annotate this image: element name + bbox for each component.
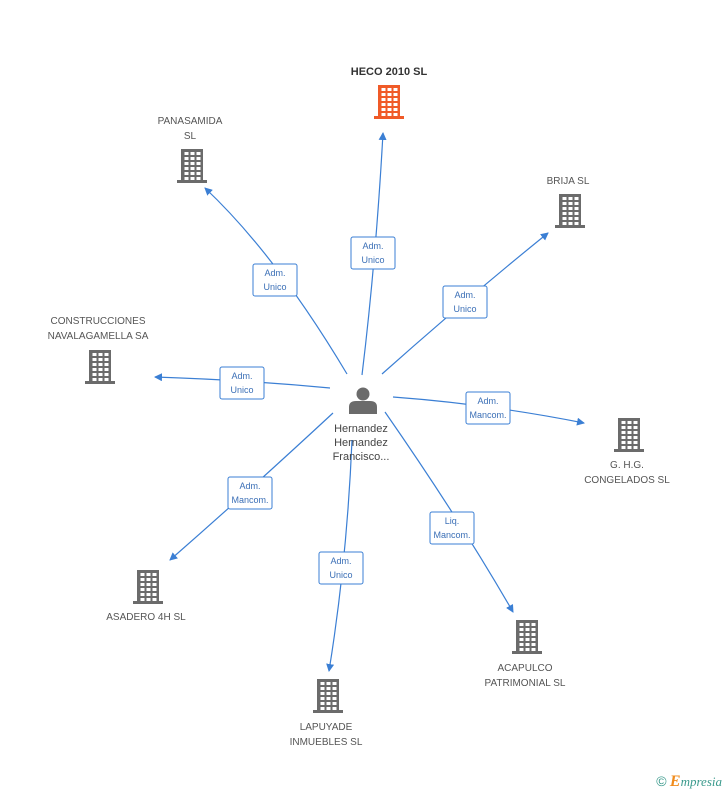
relation-badge[interactable] [252,263,298,297]
relation-label: Adm. [231,371,252,381]
company-node-asadero[interactable]: ASADERO 4H SL [106,570,186,623]
relation-label: Adm. [362,241,383,251]
company-label[interactable]: LAPUYADE [300,722,353,733]
company-label[interactable]: CONSTRUCCIONES [50,316,145,327]
building-icon [85,350,115,384]
relation-label: Adm. [454,290,475,300]
building-icon [512,620,542,654]
company-node-panasamida[interactable]: PANASAMIDA SL [158,116,223,183]
company-label[interactable]: PATRIMONIAL SL [485,678,566,689]
person-label[interactable]: Hernandez [334,437,388,449]
company-label[interactable]: NAVALAGAMELLA SA [48,331,149,342]
relation-label: Unico [263,282,286,292]
edge-lapuyade: Adm. Unico [318,439,364,672]
edges-layer: Adm.UnicoAdm.UnicoAdm.UnicoAdm.UnicoAdm.… [154,132,585,672]
relation-badge[interactable] [318,551,364,585]
edge-acapulco: Liq. Mancom. [384,411,514,613]
company-label[interactable]: HECO 2010 SL [351,66,428,78]
person-node[interactable]: HernandezHernandezFrancisco... [333,387,390,464]
relation-label: Unico [230,385,253,395]
edge-panasamida: Adm. Unico [204,187,348,375]
relation-badge[interactable] [442,285,488,319]
relation-label: Adm. [330,556,351,566]
company-label[interactable]: SL [184,131,197,142]
company-node-construcciones[interactable]: CONSTRUCCIONES NAVALAGAMELLA SA [48,316,149,384]
company-label[interactable]: ASADERO 4H SL [106,612,186,623]
edge-heco: Adm. Unico [350,132,396,376]
person-icon [349,387,377,414]
company-label[interactable]: INMUEBLES SL [290,737,363,748]
company-label[interactable]: BRIJA SL [547,176,590,187]
person-label[interactable]: Hernandez [334,423,388,435]
building-icon [313,679,343,713]
building-icon [133,570,163,604]
edge-asadero: Adm. Mancom. [169,412,334,561]
edge-brija: Adm. Unico [381,232,549,375]
brand-name: mpresia [680,774,722,789]
building-icon [374,85,404,119]
company-node-acapulco[interactable]: ACAPULCO PATRIMONIAL SL [485,620,566,689]
brand-initial: E [669,773,681,790]
edge-construcciones: Adm. Unico [154,366,331,400]
company-label[interactable]: PANASAMIDA [158,116,223,127]
nodes-layer: HECO 2010 SL PANASAMIDA SL BRIJA SL CONSTRUC… [48,66,671,748]
company-node-ghg[interactable]: G. H.G. CONGELADOS SL [584,418,670,486]
company-label[interactable]: CONGELADOS SL [584,475,670,486]
relation-badge[interactable] [429,511,475,545]
relation-label: Unico [329,570,352,580]
company-node-heco[interactable]: HECO 2010 SL [351,66,428,119]
relation-label: Mancom. [469,410,506,420]
building-icon [177,149,207,183]
relation-label: Adm. [264,268,285,278]
relation-badge[interactable] [350,236,396,270]
relation-label: Liq. [445,516,460,526]
building-icon [614,418,644,452]
relation-label: Adm. [477,396,498,406]
relation-label: Unico [453,304,476,314]
company-node-brija[interactable]: BRIJA SL [547,176,590,228]
person-label[interactable]: Francisco... [333,451,390,463]
building-icon [555,194,585,228]
footer-brand: © Empresia [656,773,722,791]
relation-label: Unico [361,255,384,265]
company-node-lapuyade[interactable]: LAPUYADE INMUEBLES SL [290,679,363,748]
relation-badge[interactable] [465,391,511,425]
company-label[interactable]: G. H.G. [610,460,644,471]
relation-label: Adm. [239,481,260,491]
edge-ghg: Adm. Mancom. [392,391,585,426]
relation-label: Mancom. [231,495,268,505]
company-label[interactable]: ACAPULCO [497,663,552,674]
relation-label: Mancom. [433,530,470,540]
copyright-symbol: © [656,773,667,789]
relation-badge[interactable] [227,476,273,510]
relation-badge[interactable] [219,366,265,400]
